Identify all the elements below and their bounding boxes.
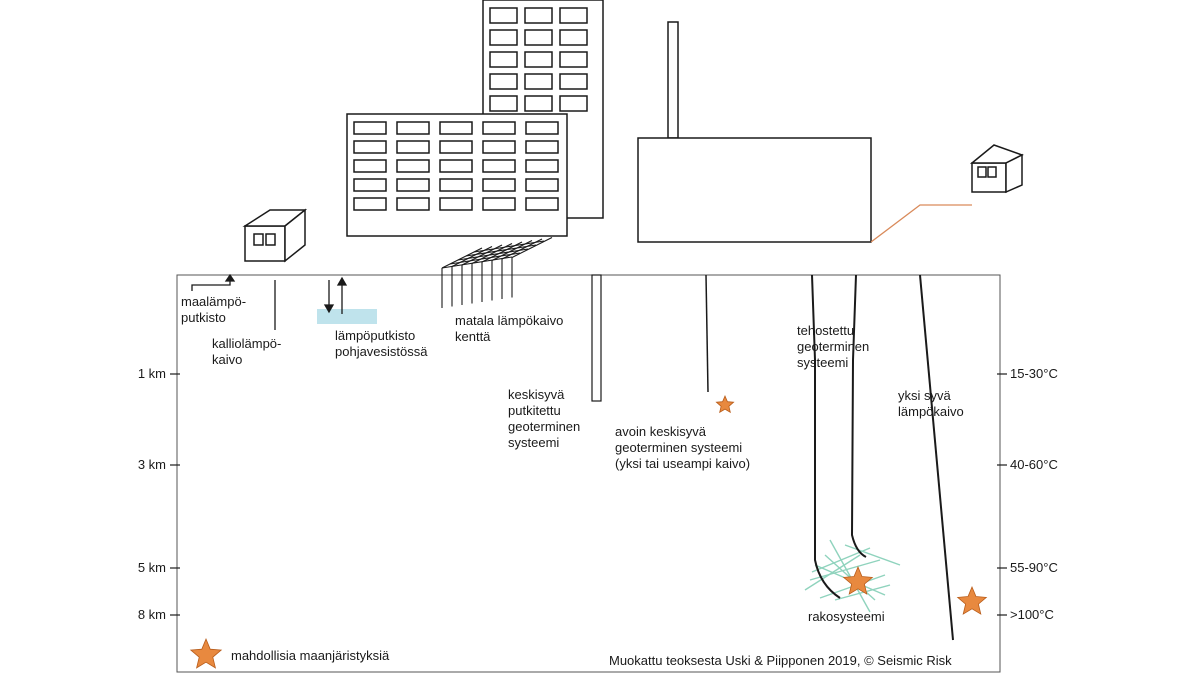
window [396, 197, 430, 211]
label-shallow-field: matala lämpökaivo kenttä [455, 313, 564, 344]
ground-section [176, 274, 1001, 673]
label-groundwater-pipe: lämpöputkisto pohjavesistössä [335, 328, 428, 359]
window [489, 7, 518, 24]
window [525, 140, 559, 154]
star-deep-icon [956, 585, 988, 615]
shallow-well-field-icon [441, 237, 553, 308]
window [482, 121, 516, 135]
window [489, 95, 518, 112]
label-fracture-system: rakosysteemi [808, 609, 885, 624]
district-heat-pipe [870, 204, 972, 243]
temperature-ticks [997, 373, 1007, 616]
window [559, 95, 588, 112]
window [353, 178, 387, 192]
window [559, 73, 588, 90]
window [353, 140, 387, 154]
window [439, 159, 473, 173]
window [489, 51, 518, 68]
window [559, 7, 588, 24]
window [524, 29, 553, 46]
window [439, 197, 473, 211]
window [524, 51, 553, 68]
temp-label-8: >100°C [1010, 607, 1054, 622]
wide-building-icon [346, 113, 568, 237]
window [482, 178, 516, 192]
window [559, 29, 588, 46]
label-ground-loop: maalämpö- putkisto [181, 294, 247, 325]
depth-label-1: 1 km [137, 366, 166, 381]
egs-wells [811, 274, 867, 599]
window [353, 159, 387, 173]
window [396, 121, 430, 135]
depth-label-3: 3 km [137, 457, 166, 472]
house-right-icon [969, 144, 1024, 194]
temp-label-3: 40-60°C [1010, 457, 1058, 472]
window [396, 140, 430, 154]
groundwater-layer [317, 309, 377, 324]
window [482, 159, 516, 173]
label-egs: tehostettu geoterminen systeemi [797, 323, 870, 370]
depth-ticks [170, 373, 180, 616]
window [396, 159, 430, 173]
window [439, 178, 473, 192]
window [525, 121, 559, 135]
window [482, 140, 516, 154]
label-open-medium: avoin keskisyvä geoterminen systeemi (yk… [615, 424, 751, 471]
window [525, 159, 559, 173]
depth-label-5: 5 km [137, 560, 166, 575]
factory-icon [637, 21, 872, 243]
medium-deep-pipe [591, 274, 602, 402]
window [489, 29, 518, 46]
star-small-icon [715, 394, 735, 414]
temp-label-5: 55-90°C [1010, 560, 1058, 575]
groundwater-arrows-icon [323, 276, 348, 314]
single-deep-well [919, 274, 954, 641]
window [396, 178, 430, 192]
window [439, 121, 473, 135]
window [524, 95, 553, 112]
window [524, 73, 553, 90]
credit-text: Muokattu teoksesta Uski & Piipponen 2019… [609, 653, 952, 668]
window [525, 197, 559, 211]
window [482, 197, 516, 211]
window [525, 178, 559, 192]
window [524, 7, 553, 24]
label-medium-deep-pipe: keskisyvä putkitettu geoterminen systeem… [508, 387, 581, 450]
label-single-deep: yksi syvä lämpökaivo [898, 388, 964, 419]
window [559, 51, 588, 68]
ground-loop-icon [191, 273, 236, 291]
window [353, 197, 387, 211]
label-rock-well: kalliolämpö- kaivo [212, 336, 282, 367]
window [439, 140, 473, 154]
window [489, 73, 518, 90]
open-medium-well [705, 274, 709, 393]
legend-earthquake-label: mahdollisia maanjäristyksiä [231, 648, 390, 663]
house-left-icon [242, 208, 308, 263]
star-egs-icon [842, 565, 874, 595]
star-legend-icon [189, 637, 223, 669]
window [353, 121, 387, 135]
depth-label-8: 8 km [137, 607, 166, 622]
temp-label-1: 15-30°C [1010, 366, 1058, 381]
